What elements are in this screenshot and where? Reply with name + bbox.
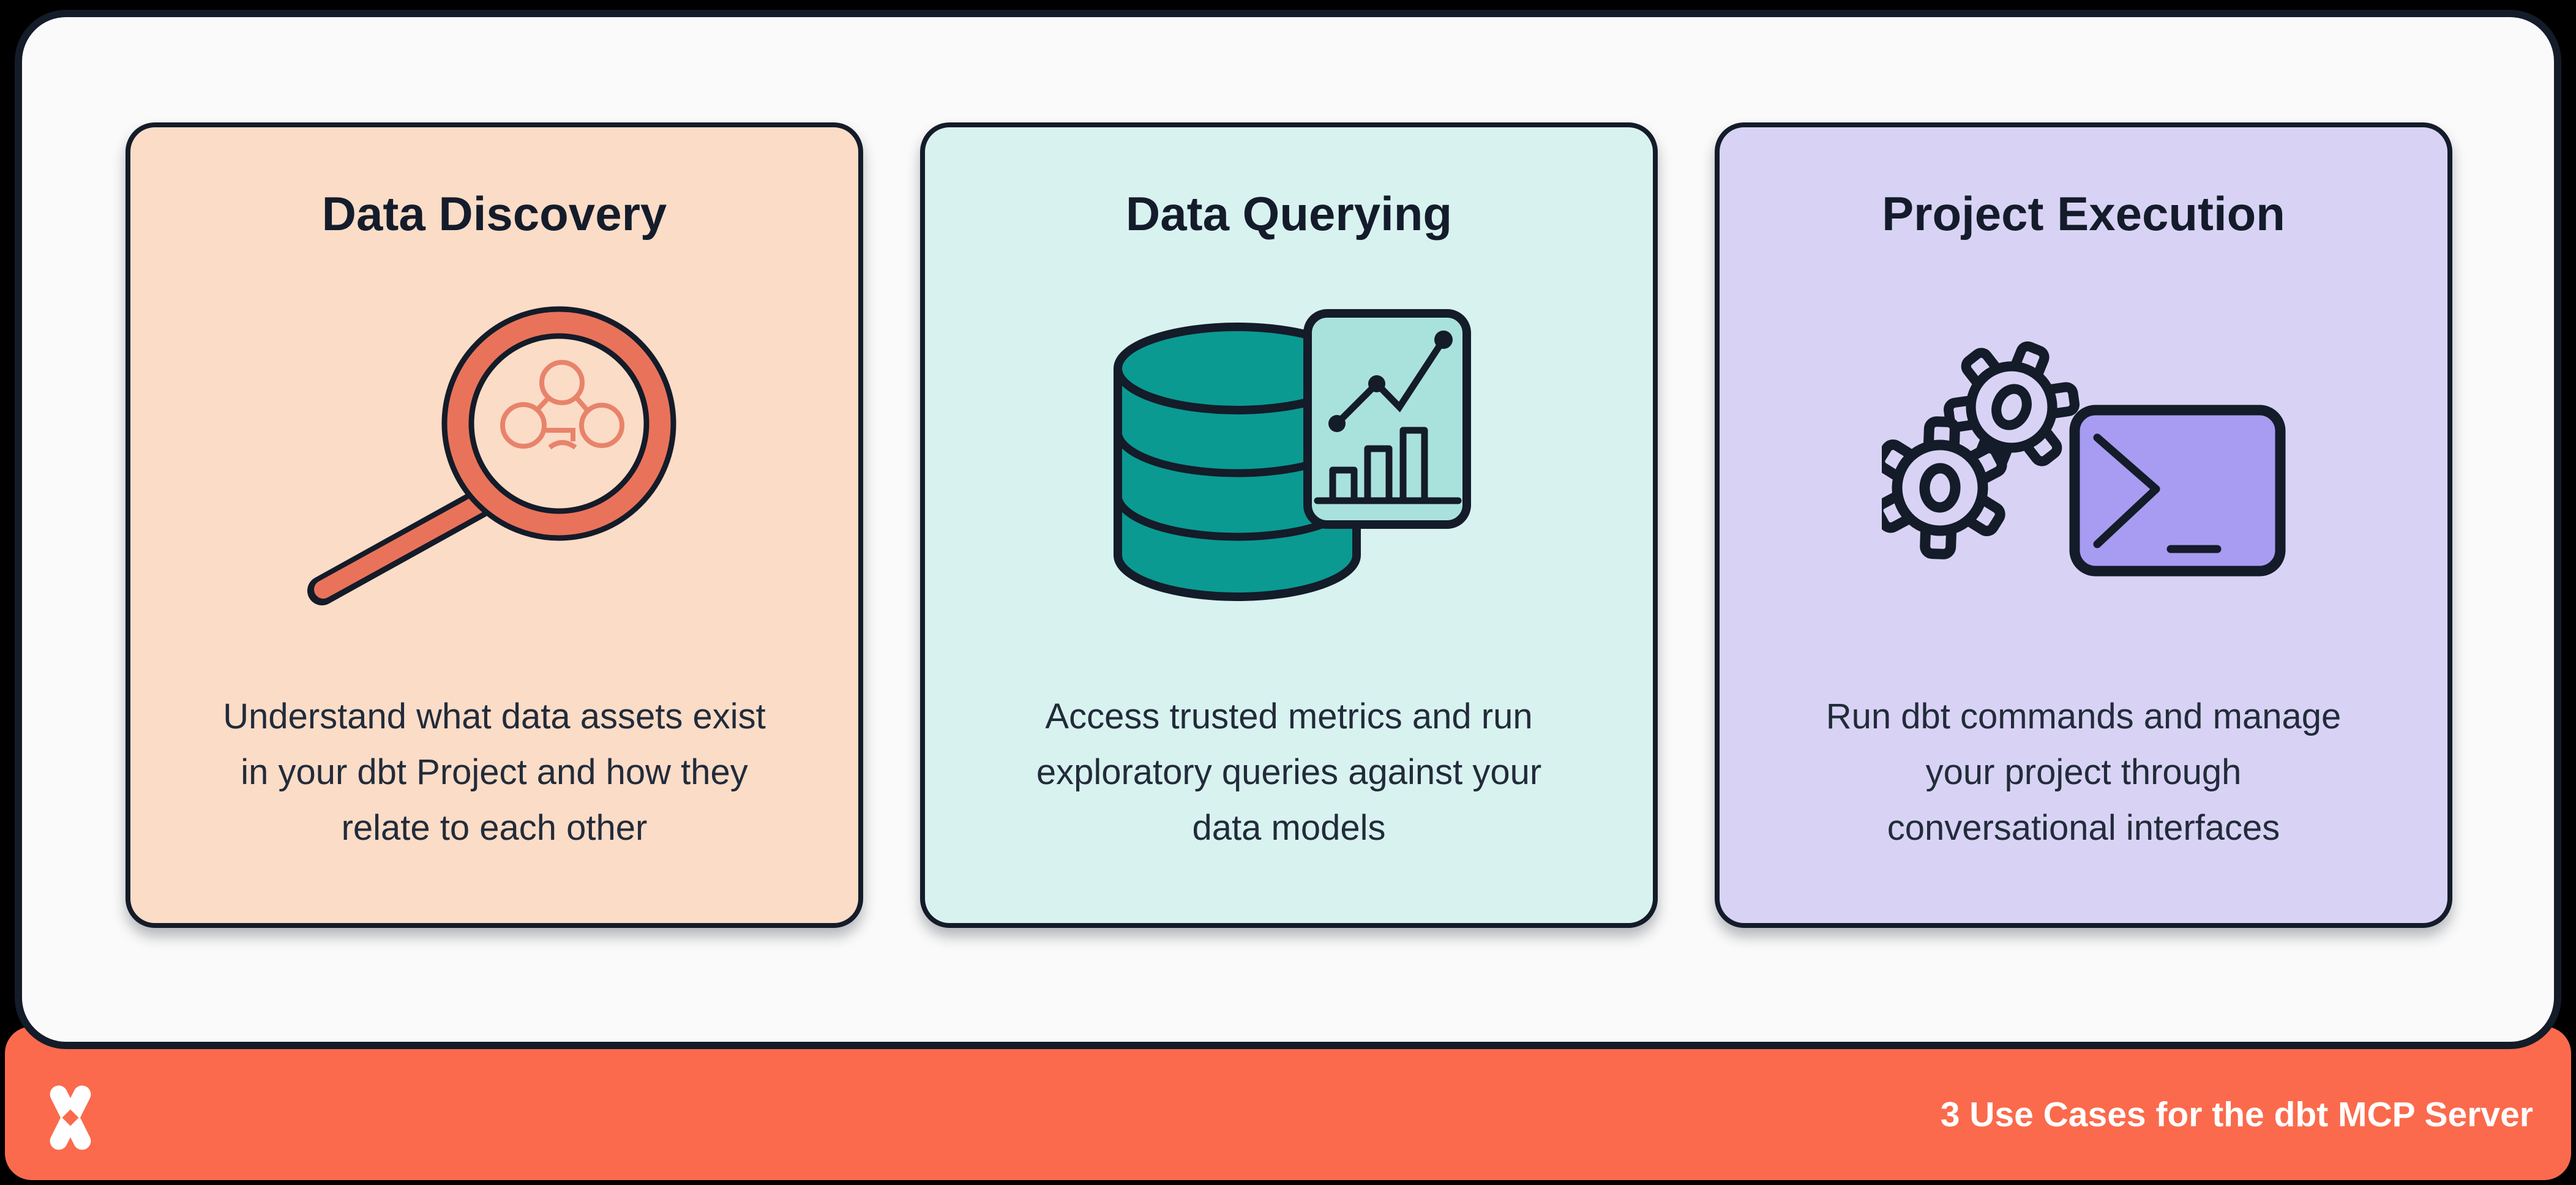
card-project-execution: Project Execution — [1715, 122, 2452, 928]
card-icon-area — [130, 237, 858, 689]
card-title: Data Querying — [1125, 187, 1453, 241]
database-analytics-icon — [1113, 308, 1471, 601]
card-icon-area — [925, 237, 1653, 689]
description-line: Run dbt commands and manage — [1825, 697, 2342, 736]
description-line: relate to each other — [341, 808, 648, 848]
description-line: Understand what data assets exist — [223, 697, 766, 736]
description-line: exploratory queries against your — [1036, 752, 1542, 792]
card-description: Access trusted metrics and run explorato… — [1036, 689, 1541, 856]
footer: 3 Use Cases for the dbt MCP Server — [0, 1049, 2576, 1180]
footer-bar — [5, 1026, 2571, 1180]
description-line: Access trusted metrics and run — [1045, 697, 1533, 736]
magnifying-glass-lineage-icon — [307, 306, 676, 605]
description-line: your project through — [1925, 752, 2242, 792]
description-line: in your dbt Project and how they — [241, 752, 748, 792]
card-title: Data Discovery — [321, 187, 667, 241]
description-line: conversational interfaces — [1887, 808, 2280, 848]
card-description: Understand what data assets exist in you… — [223, 689, 766, 856]
card-title: Project Execution — [1882, 187, 2285, 241]
description-line: data models — [1192, 808, 1386, 848]
footer-title: 3 Use Cases for the dbt MCP Server — [1940, 1095, 2533, 1134]
card-icon-area — [1720, 237, 2447, 689]
card-data-querying: Data Querying — [920, 122, 1658, 928]
dbt-logo — [50, 1085, 91, 1150]
card-description: Run dbt commands and manage your project… — [1826, 689, 2342, 856]
gears-terminal-icon — [1882, 335, 2285, 576]
card-data-discovery: Data Discovery Understand what — [125, 122, 863, 928]
